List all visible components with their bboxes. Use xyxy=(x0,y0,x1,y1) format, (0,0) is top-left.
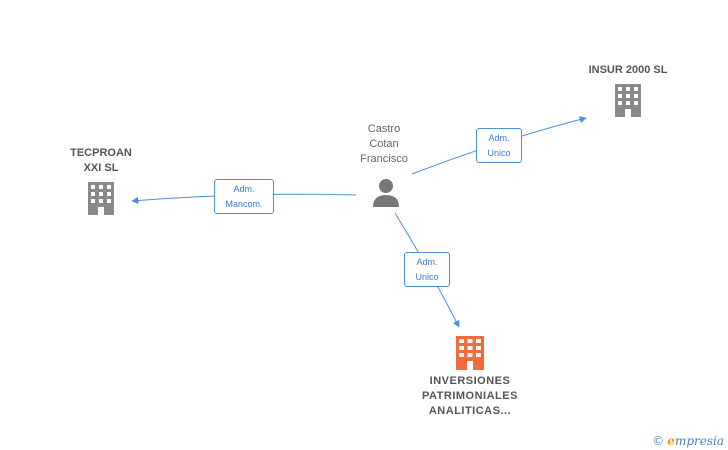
building-icon[interactable] xyxy=(456,336,484,370)
building-icon[interactable] xyxy=(615,84,641,117)
role-badge-line1: Adm. xyxy=(488,133,510,143)
role-badge-line2: Unico xyxy=(487,148,511,158)
company-name-inversiones[interactable]: INVERSIONES PATRIMONIALES ANALITICAS... xyxy=(422,375,518,417)
brand-initial: e xyxy=(667,434,675,448)
role-badge-inversiones: Adm. Unico xyxy=(404,252,450,287)
empresia-watermark: ©empresia xyxy=(652,434,724,448)
person-name[interactable]: Castro Cotan Francisco xyxy=(360,123,408,165)
brand-name: mpresia xyxy=(674,434,724,448)
role-badge-line1: Adm. xyxy=(416,257,438,267)
company-name-insur[interactable]: INSUR 2000 SL xyxy=(588,64,668,76)
role-badge-line2: Unico xyxy=(415,272,439,282)
copyright-icon: © xyxy=(652,434,665,448)
role-badge-line2: Mancom. xyxy=(225,199,263,209)
building-icon[interactable] xyxy=(88,182,114,215)
role-badge-insur: Adm. Unico xyxy=(476,128,522,163)
company-name-tecproan[interactable]: TECPROAN XXI SL xyxy=(70,147,132,174)
role-badge-line1: Adm. xyxy=(233,184,255,194)
role-badge-tecproan: Adm. Mancom. xyxy=(214,179,274,214)
person-icon[interactable] xyxy=(373,179,399,207)
